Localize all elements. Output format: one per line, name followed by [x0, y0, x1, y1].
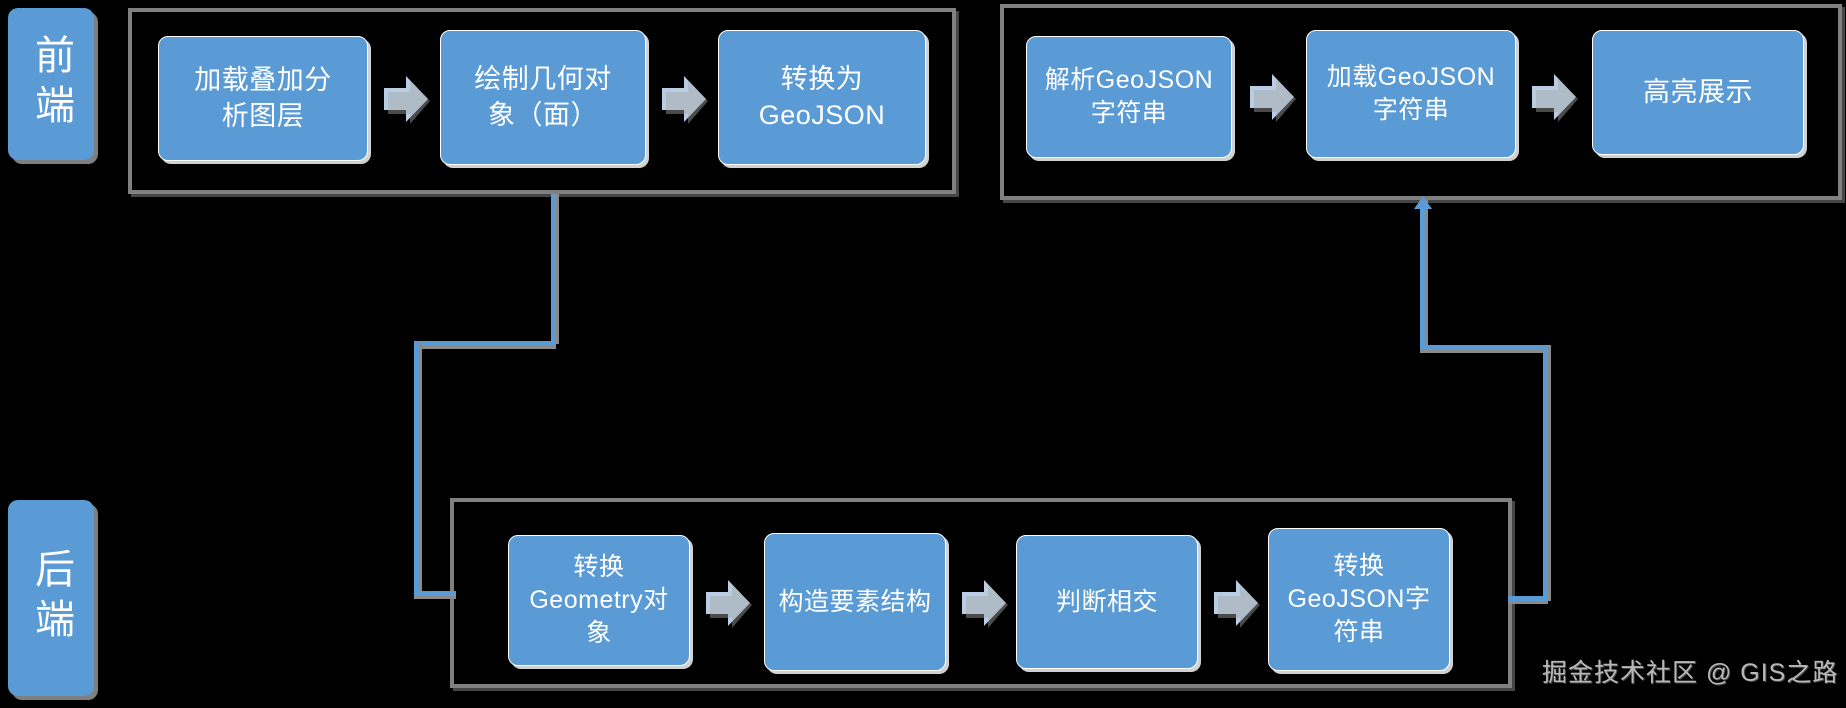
watermark-text: 掘金技术社区 @ GIS之路	[1542, 659, 1839, 687]
arrow-connector-f1-f2	[382, 72, 430, 126]
process-label: 解析GeoJSON 字符串	[1044, 66, 1214, 127]
process-box-convert-geometry-object[interactable]: 转换 Geometry对 象	[508, 535, 690, 666]
process-label: 高亮展示	[1643, 76, 1753, 107]
process-label: 转换 GeoJSON字 符串	[1287, 552, 1431, 646]
connector-arrowhead-up-icon	[1414, 196, 1432, 209]
process-box-load-overlay-layer[interactable]: 加载叠加分 析图层	[158, 36, 368, 161]
process-box-build-feature-structure[interactable]: 构造要素结构	[764, 533, 946, 671]
swimlane-frontend-text: 前端	[29, 34, 73, 134]
process-box-convert-to-geojson[interactable]: 转换为 GeoJSON	[718, 30, 926, 165]
connector-backend-to-frontend-right-seg3	[1543, 345, 1548, 601]
process-label: 构造要素结构	[778, 587, 932, 616]
process-label: 加载GeoJSON 字符串	[1326, 63, 1496, 124]
process-box-highlight-display[interactable]: 高亮展示	[1592, 30, 1804, 155]
connector-frontend-to-backend-seg4	[414, 591, 456, 596]
swimlane-label-frontend: 前端	[8, 8, 94, 160]
process-box-load-geojson-string[interactable]: 加载GeoJSON 字符串	[1306, 30, 1516, 158]
connector-backend-to-frontend-right-seg2	[1420, 345, 1548, 350]
group-frame-frontend-left	[128, 8, 956, 194]
arrow-connector-b2-b3	[960, 576, 1008, 630]
process-box-parse-geojson-string[interactable]: 解析GeoJSON 字符串	[1026, 36, 1232, 158]
connector-backend-to-frontend-right-seg4	[1508, 596, 1548, 601]
swimlane-backend-text: 后端	[29, 548, 73, 648]
swimlane-label-backend: 后端	[8, 500, 94, 696]
arrow-connector-b1-b2	[704, 576, 752, 630]
arrow-connector-f2-f3	[660, 72, 708, 126]
arrow-connector-b3-b4	[1212, 576, 1260, 630]
arrow-connector-r2-r3	[1530, 70, 1578, 124]
process-label: 转换为 GeoJSON	[758, 63, 886, 130]
process-label: 转换 Geometry对 象	[529, 553, 669, 647]
process-label: 判断相交	[1055, 587, 1158, 616]
connector-frontend-to-backend-seg2	[414, 341, 556, 346]
arrow-connector-r1-r2	[1248, 70, 1296, 124]
process-box-draw-geometry[interactable]: 绘制几何对 象（面）	[440, 30, 646, 165]
connector-backend-to-frontend-right-seg1	[1420, 200, 1425, 350]
connector-frontend-to-backend-seg1	[551, 194, 556, 344]
process-box-convert-geojson-string[interactable]: 转换 GeoJSON字 符串	[1268, 528, 1450, 671]
process-box-check-intersection[interactable]: 判断相交	[1016, 535, 1198, 669]
connector-frontend-to-backend-seg3	[414, 341, 419, 596]
process-label: 加载叠加分 析图层	[194, 64, 332, 131]
process-label: 绘制几何对 象（面）	[474, 63, 612, 130]
